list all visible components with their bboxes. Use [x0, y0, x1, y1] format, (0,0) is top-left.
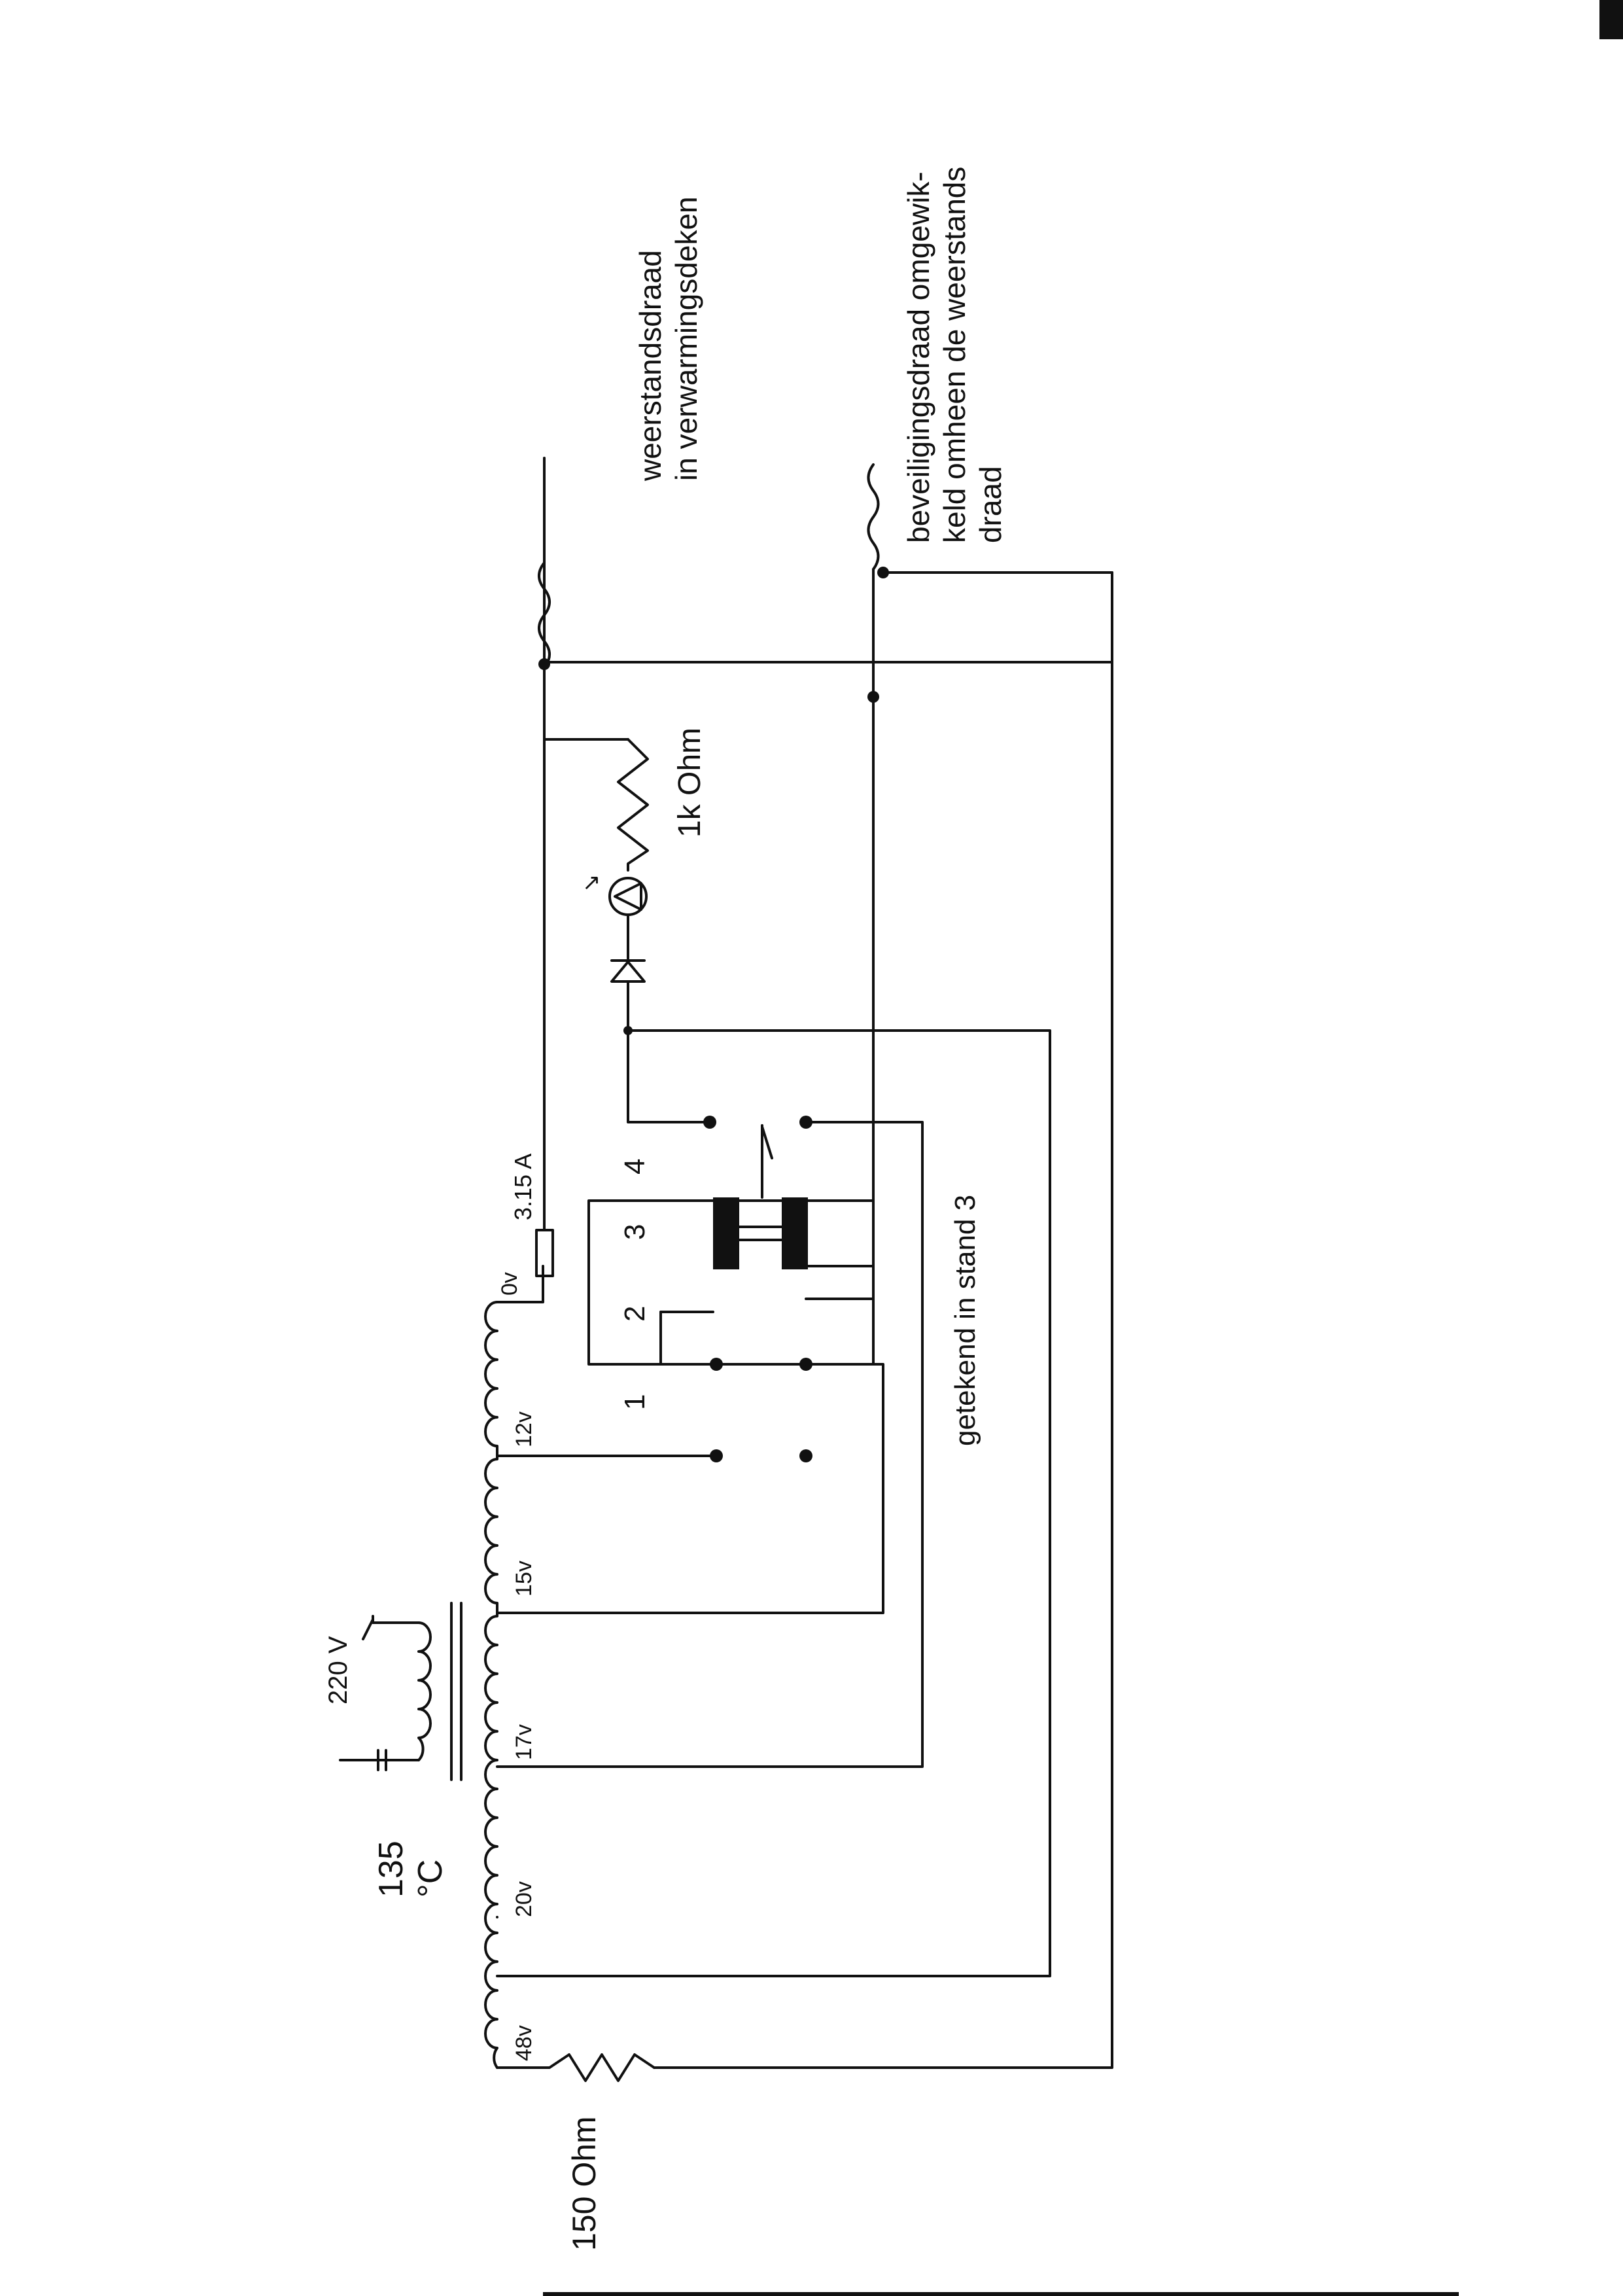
junction-dot — [867, 691, 879, 703]
light-rays-icon: ↗ — [582, 870, 601, 895]
thermal-cutout-label: 135 °C — [372, 1831, 449, 1898]
fuse — [535, 1229, 554, 1277]
tap-label-17v: 17v — [512, 1724, 536, 1760]
switch-contact — [799, 1449, 812, 1462]
diode-lead-to-pos4 — [627, 1029, 711, 1123]
resistor-150ohm — [496, 2053, 655, 2082]
mains-label: 220 V — [324, 1636, 353, 1704]
tap-label-15v: 15v — [512, 1561, 536, 1597]
junction-dot — [538, 658, 550, 670]
switch-rotor-right — [782, 1197, 808, 1269]
protection-return — [653, 571, 1113, 2069]
resistor-1k — [617, 738, 649, 872]
switch-position-2: 2 — [619, 1306, 651, 1322]
switch-rotor-left — [713, 1197, 739, 1269]
resistor-1k-label: 1k Ohm — [672, 728, 707, 838]
protection-wire-squiggle — [867, 463, 880, 571]
lead-0v — [496, 1265, 544, 1303]
switch-position-3: 3 — [619, 1224, 651, 1240]
scan-edge-mark — [1599, 0, 1623, 39]
switch-position-4: 4 — [619, 1159, 651, 1174]
resistor-150-label: 150 Ohm — [566, 2116, 602, 2251]
primary-lead-top — [372, 1615, 420, 1624]
diode-icon — [610, 961, 646, 983]
heater-wire-label: weerstandsdraad in verwarmingsdeken — [633, 196, 703, 482]
switch-contact — [703, 1116, 716, 1129]
switch-contact — [710, 1358, 723, 1371]
drawn-in-position-label: getekend in stand 3 — [949, 1195, 981, 1446]
scan-bottom-line — [543, 2292, 1459, 2296]
tap-label-0v: 0v — [497, 1272, 522, 1296]
secondary-winding — [484, 1301, 498, 2069]
tap-label-20v: 20v — [512, 1881, 536, 1917]
switch-position-1: 1 — [619, 1394, 651, 1410]
lead-15v — [496, 1363, 884, 1614]
indicator-lamp-icon — [614, 882, 642, 911]
mains-switch — [362, 1618, 374, 1640]
protection-wire-label: beveiligingsdraad omgewik- keld omheen d… — [901, 158, 1007, 543]
tap-label-12v: 12v — [512, 1411, 536, 1447]
fuse-label: 3.15 A — [510, 1154, 536, 1220]
tap-label-48v: 48v — [512, 2025, 536, 2061]
lead-17v — [496, 1121, 924, 1768]
switch-pointer-icon — [761, 1125, 773, 1159]
heater-wire-squiggle — [538, 561, 551, 669]
diode-lead-to-20v — [496, 1029, 1051, 1977]
primary-winding — [417, 1621, 432, 1761]
